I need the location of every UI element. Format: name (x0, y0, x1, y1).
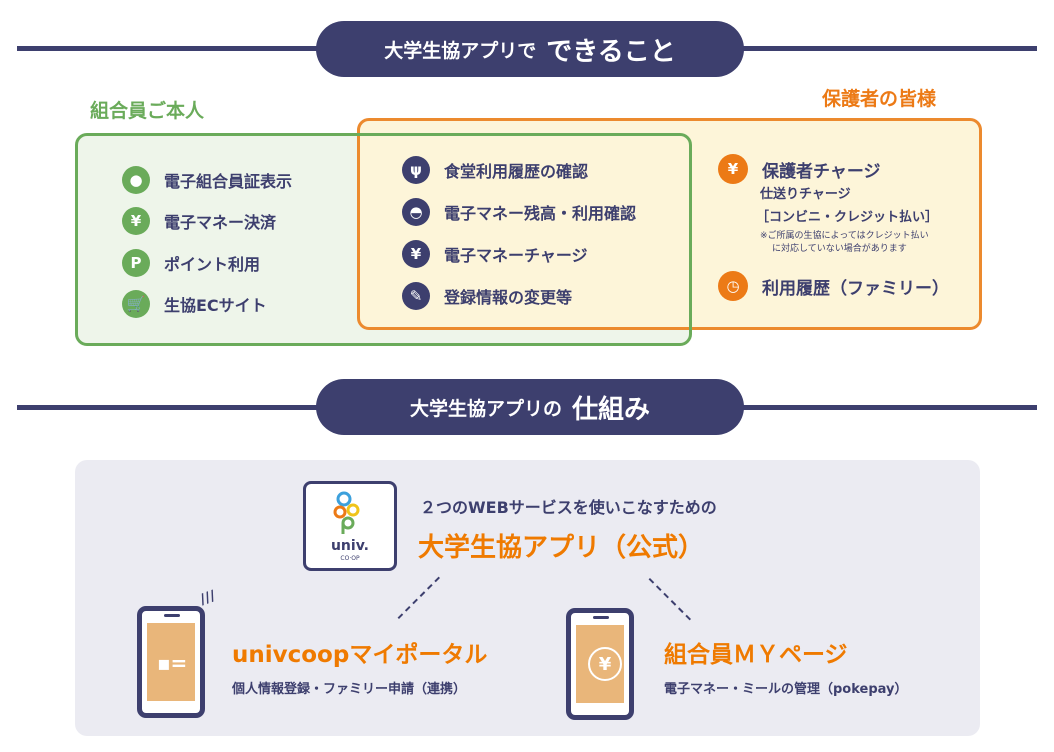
feature-cafeteria: ψ 食堂利用履歴の確認 (402, 156, 588, 184)
title-emphasis: 仕組み (572, 394, 651, 425)
label: 電子マネーチャージ (444, 246, 588, 265)
member-box (75, 133, 692, 346)
coop-logo-icon (333, 491, 360, 534)
feature-edit: ✎ 登録情報の変更等 (402, 282, 572, 310)
app-intro: ２つのWEBサービスを使いこなすための (420, 498, 717, 517)
clock-icon: ◷ (718, 271, 748, 301)
guardian-box (357, 118, 982, 330)
section-title-structure: 大学生協アプリの仕組み (316, 379, 744, 435)
fork-knife-icon: ψ (402, 156, 430, 184)
note: ※ご所属の生協によってはクレジット払い (760, 231, 929, 241)
feature-ec: 🛒 生協ECサイト (122, 290, 267, 318)
label: 利用履歴（ファミリー） (762, 278, 949, 299)
cart-icon: 🛒 (122, 290, 150, 318)
guardian-history: ◷ 利用履歴（ファミリー） (718, 271, 949, 301)
money-bag-icon: ¥ (402, 240, 430, 268)
feature-id-card: ● 電子組合員証表示 (122, 166, 292, 194)
app-name: 大学生協アプリ（公式） (418, 533, 705, 563)
service-desc: 個人情報登録・ファミリー申請（連携） (232, 682, 467, 697)
app-logo: univ. CO·OP (303, 481, 397, 571)
feature-balance: ◓ 電子マネー残高・利用確認 (402, 198, 636, 226)
logo-text: univ. (330, 538, 370, 554)
logo-sub: CO·OP (340, 555, 360, 562)
label: 生協ECサイト (164, 296, 267, 315)
member-heading: 組合員ご本人 (90, 100, 205, 122)
service-desc: 電子マネー・ミールの管理（pokepay） (664, 682, 908, 697)
title-emphasis: できること (546, 36, 676, 67)
id-card-icon: ▪= (157, 651, 188, 675)
label: 登録情報の変更等 (444, 288, 573, 307)
yen-icon: ¥ (588, 647, 622, 681)
label: ポイント利用 (164, 255, 261, 274)
label: 電子組合員証表示 (164, 172, 293, 191)
charge-methods: ［コンビニ・クレジット払い］ (756, 210, 939, 225)
feature-points: P ポイント利用 (122, 249, 260, 277)
yen-icon: ¥ (122, 207, 150, 235)
label: 電子マネー残高・利用確認 (444, 204, 637, 223)
service-title: 組合員ＭＹページ (664, 642, 848, 668)
phone-portal: ▪= (137, 606, 205, 718)
wallet-icon: ◓ (402, 198, 430, 226)
phone-mypage: ¥ (566, 608, 634, 720)
service-title: univcoopマイポータル (232, 642, 488, 668)
label: 保護者チャージ (762, 161, 881, 182)
guardian-charge: ¥ 保護者チャージ (718, 154, 881, 184)
person-icon: ● (122, 166, 150, 194)
note: に対応していない場合があります (772, 244, 907, 254)
structure-panel (75, 460, 980, 736)
feature-charge: ¥ 電子マネーチャージ (402, 240, 588, 268)
charge-sub: 仕送りチャージ (760, 187, 851, 202)
label: 電子マネー決済 (164, 213, 277, 232)
feature-payment: ¥ 電子マネー決済 (122, 207, 276, 235)
guardian-heading: 保護者の皆様 (822, 88, 937, 110)
money-bag-icon: ¥ (718, 154, 748, 184)
title-text: 大学生協アプリで (384, 39, 537, 62)
edit-icon: ✎ (402, 282, 430, 310)
point-icon: P (122, 249, 150, 277)
title-text: 大学生協アプリの (409, 397, 562, 420)
label: 食堂利用履歴の確認 (444, 162, 589, 181)
section-title-features: 大学生協アプリでできること (316, 21, 744, 77)
